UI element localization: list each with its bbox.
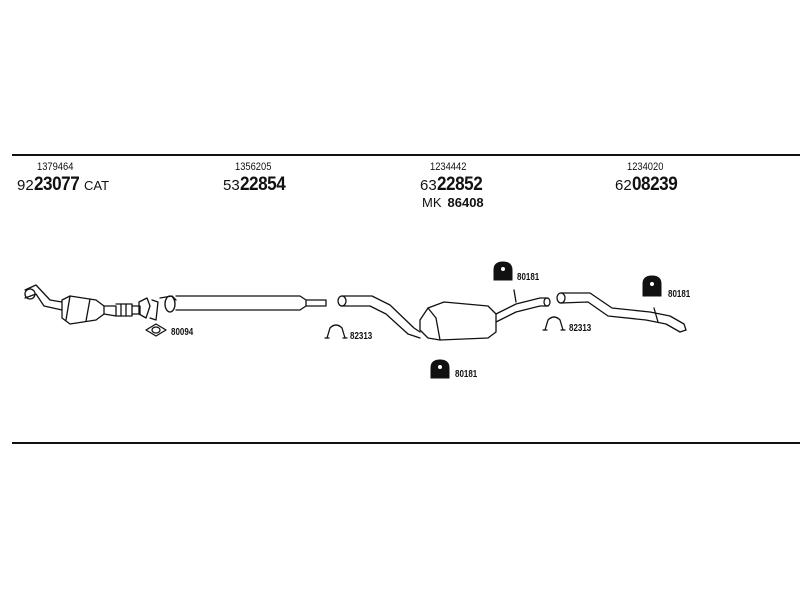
rubber-mount-icon bbox=[430, 359, 450, 379]
part-column-front-pipe: 1356205 5322854 bbox=[223, 161, 290, 195]
rubber-mount-icon bbox=[642, 275, 662, 297]
mounting-kit-main: 86408 bbox=[447, 195, 484, 210]
oe-number: 1234442 bbox=[430, 161, 467, 173]
part-number-suffix: CAT bbox=[84, 178, 110, 193]
front-silencer-drawing bbox=[159, 295, 327, 313]
bottom-rule bbox=[12, 442, 800, 444]
middle-silencer-drawing bbox=[337, 289, 551, 341]
part-number: 9223077 CAT bbox=[17, 175, 109, 194]
part-column-rear-pipe: 1234020 6208239 bbox=[615, 161, 682, 195]
gasket-drawing bbox=[145, 323, 167, 337]
mounting-kit-number: MK 86408 bbox=[422, 196, 487, 209]
rear-pipe-drawing bbox=[556, 292, 687, 333]
mounting-kit-prefix: MK bbox=[422, 195, 442, 210]
part-number-prefix: 62 bbox=[615, 177, 632, 194]
clamp-label: 82313 bbox=[350, 331, 373, 342]
top-rule bbox=[12, 154, 800, 156]
part-number-main: 22854 bbox=[239, 174, 286, 195]
catalytic-converter-drawing bbox=[24, 284, 141, 325]
oe-number: 1356205 bbox=[235, 161, 272, 173]
part-column-middle-silencer: 1234442 6322852 MK 86408 bbox=[420, 161, 487, 210]
gasket-label: 80094 bbox=[171, 327, 194, 338]
clamp-label: 82313 bbox=[569, 323, 592, 334]
mount-label: 80181 bbox=[517, 272, 540, 283]
oe-number: 1234020 bbox=[627, 161, 664, 173]
mount-label: 80181 bbox=[668, 289, 691, 300]
part-number-prefix: 92 bbox=[17, 177, 34, 194]
flange-drawing bbox=[138, 297, 159, 321]
part-number: 6322852 bbox=[420, 175, 487, 194]
part-column-catalyst: 1379464 9223077 CAT bbox=[17, 161, 109, 195]
rubber-mount-icon bbox=[493, 261, 513, 281]
mount-label: 80181 bbox=[455, 369, 478, 380]
part-number-main: 22852 bbox=[436, 174, 483, 195]
part-number-prefix: 63 bbox=[420, 177, 437, 194]
part-number-main: 08239 bbox=[631, 174, 678, 195]
part-number: 6208239 bbox=[615, 175, 682, 194]
clamp-drawing bbox=[542, 316, 566, 331]
clamp-drawing bbox=[324, 324, 348, 339]
part-number-main: 23077 bbox=[33, 174, 80, 195]
part-number: 5322854 bbox=[223, 175, 290, 194]
oe-number: 1379464 bbox=[37, 161, 74, 173]
part-number-prefix: 53 bbox=[223, 177, 240, 194]
